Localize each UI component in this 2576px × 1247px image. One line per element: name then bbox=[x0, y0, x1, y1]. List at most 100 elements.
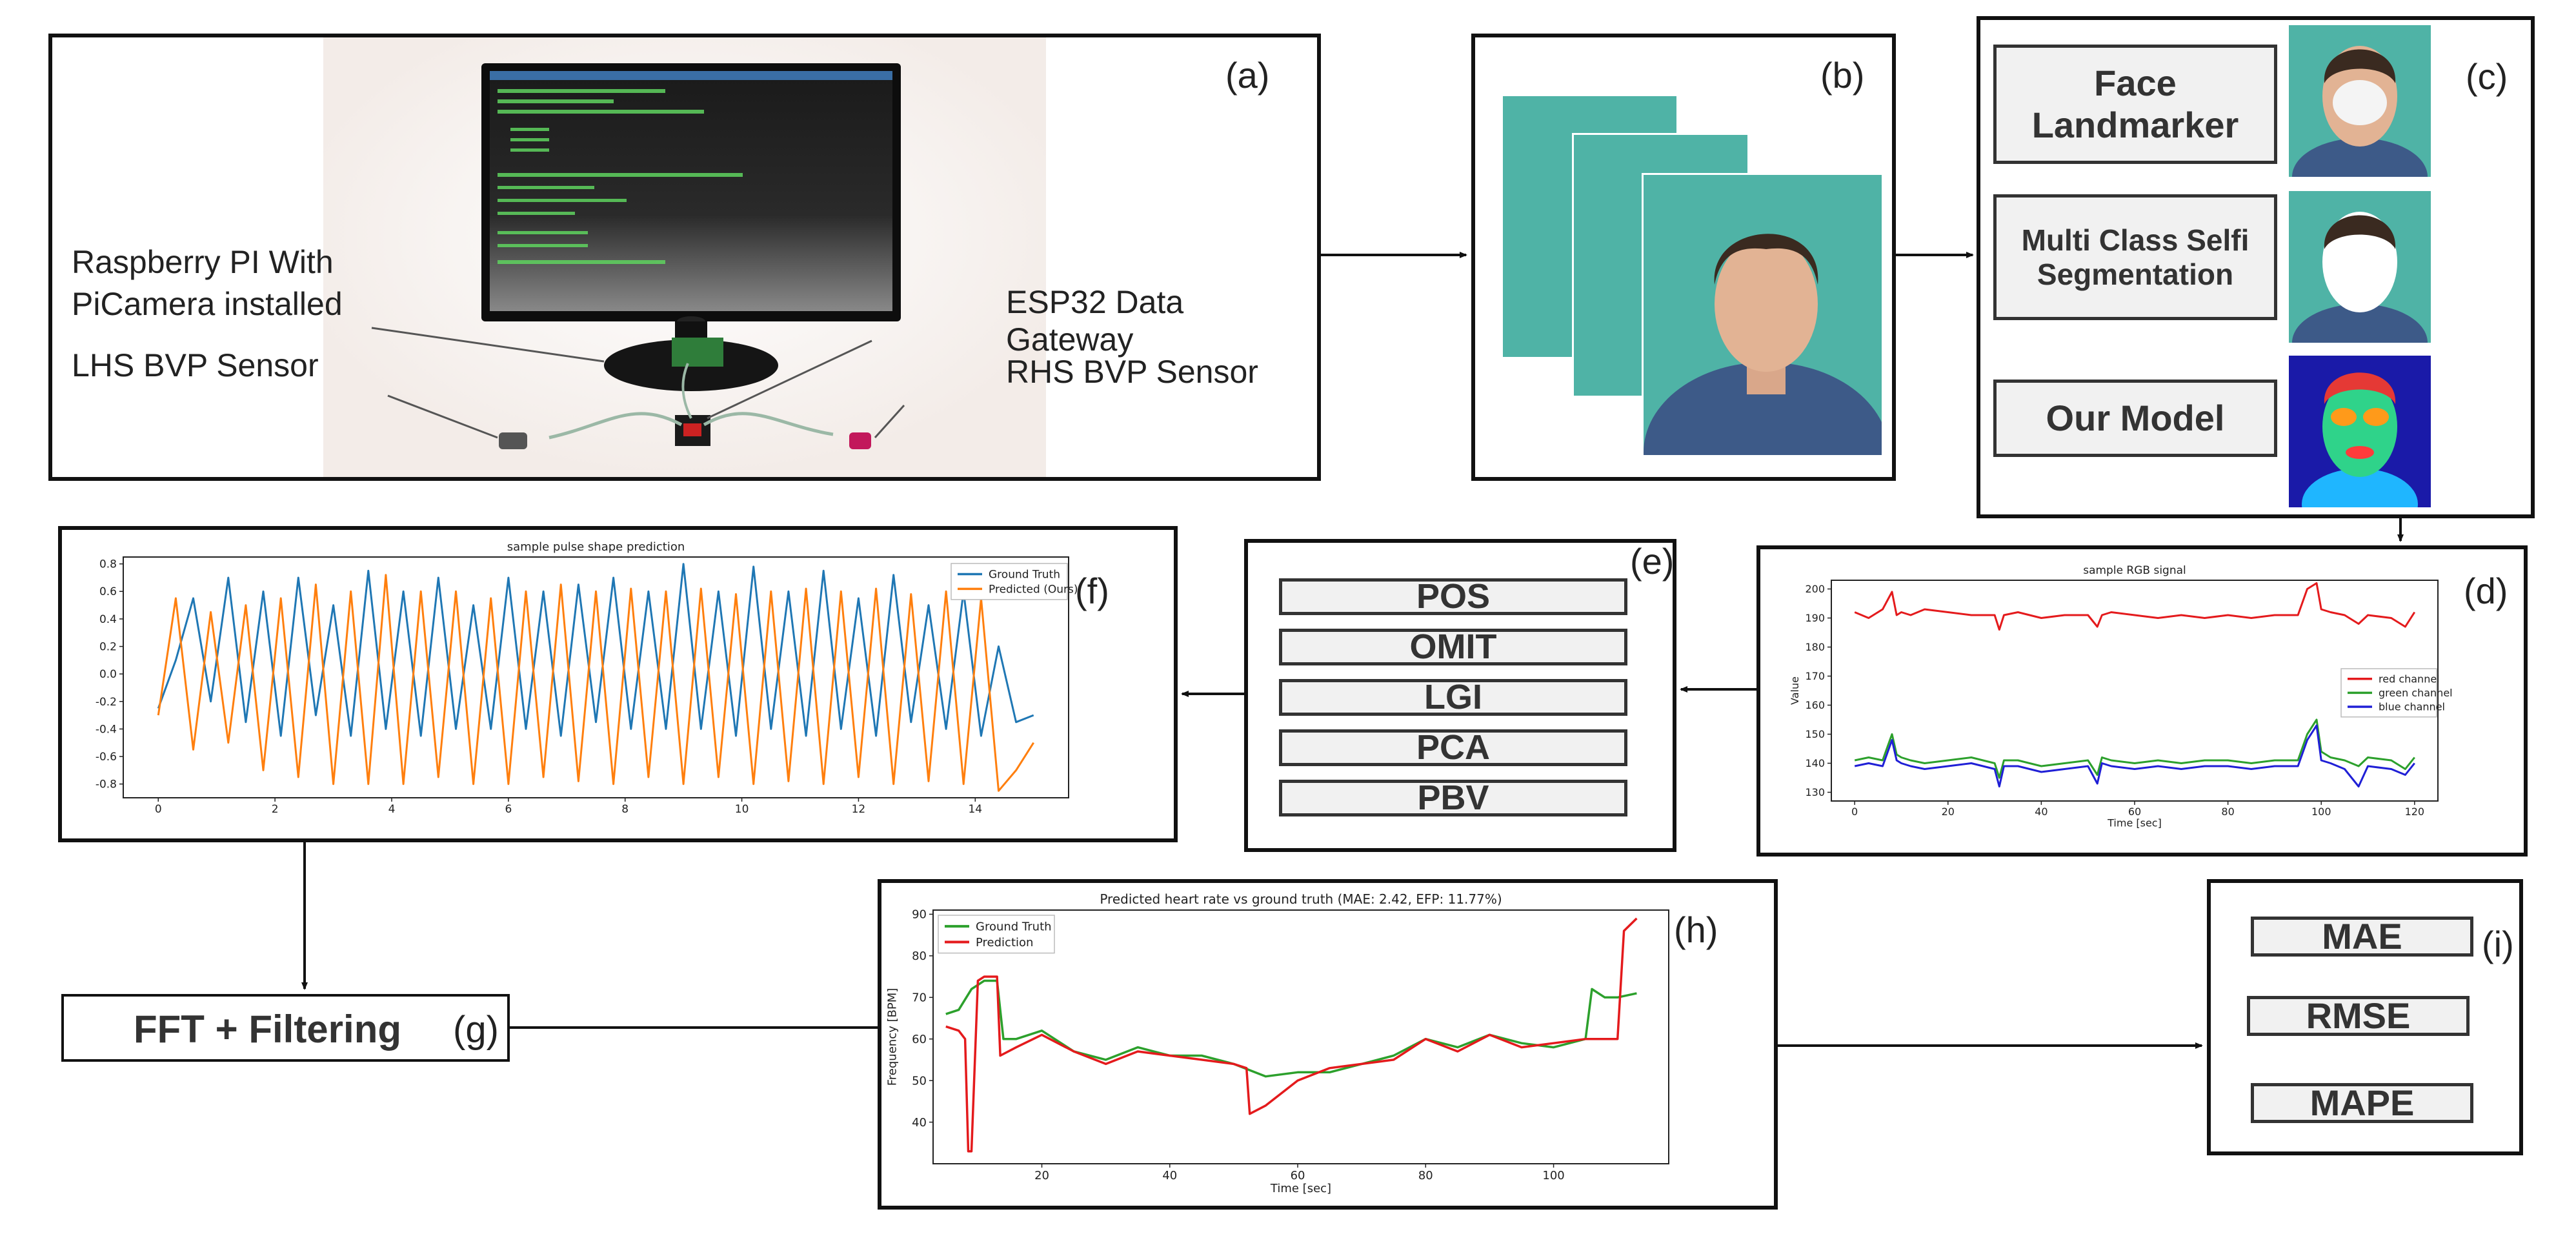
x-tick-label: 8 bbox=[621, 803, 629, 816]
y-tick-label: 0.4 bbox=[99, 613, 117, 626]
panel-d-tag: (d) bbox=[2464, 571, 2508, 611]
y-tick-label: -0.4 bbox=[96, 723, 117, 736]
plot-area bbox=[932, 909, 1669, 1164]
y-tick-label: -0.6 bbox=[96, 751, 117, 764]
y-axis-label: Value bbox=[1789, 676, 1801, 705]
x-tick-label: 40 bbox=[2035, 806, 2048, 818]
panel-h-tag: (h) bbox=[1674, 909, 1718, 950]
x-tick-label: 6 bbox=[505, 803, 512, 816]
legend-label: Predicted (Ours) bbox=[989, 583, 1078, 596]
esp-label: ESP32 Data Gateway bbox=[1006, 284, 1184, 358]
series-line-2 bbox=[157, 574, 1034, 792]
y-tick-label: 40 bbox=[912, 1116, 927, 1130]
x-tick-label: 12 bbox=[852, 803, 866, 816]
y-tick-label: -0.8 bbox=[96, 778, 117, 791]
panel-e: POS OMIT LGI PCA PBV (e) bbox=[1244, 539, 1676, 852]
y-tick-label: 60 bbox=[912, 1033, 927, 1046]
method-pca: PCA bbox=[1279, 728, 1627, 767]
legend-box bbox=[951, 563, 1068, 600]
fft-filtering-label: FFT + Filtering bbox=[134, 1008, 401, 1051]
metric-rmse: RMSE bbox=[2247, 995, 2470, 1036]
x-tick-label: 2 bbox=[272, 803, 279, 816]
y-tick-label: 130 bbox=[1805, 786, 1825, 798]
y-tick-label: 0.2 bbox=[99, 640, 117, 653]
our-model-image bbox=[2289, 356, 2431, 507]
x-tick-label: 120 bbox=[2405, 806, 2425, 818]
y-tick-label: 90 bbox=[912, 908, 927, 922]
y-tick-label: 140 bbox=[1805, 757, 1825, 769]
panel-b: (b) bbox=[1471, 34, 1896, 481]
x-tick-label: 60 bbox=[2128, 806, 2141, 818]
x-tick-label: 0 bbox=[1851, 806, 1858, 818]
y-tick-label: -0.2 bbox=[96, 696, 117, 709]
x-tick-label: 20 bbox=[1034, 1169, 1049, 1182]
y-tick-label: 160 bbox=[1805, 699, 1825, 711]
legend-label: Ground Truth bbox=[976, 920, 1052, 933]
x-tick-label: 60 bbox=[1291, 1169, 1305, 1182]
series-line-2 bbox=[1854, 718, 2415, 779]
y-tick-label: 190 bbox=[1805, 612, 1825, 624]
rhs-sensor bbox=[849, 432, 871, 449]
x-tick-label: 4 bbox=[388, 803, 396, 816]
selfie-segmentation-box: Multi Class Selfi Segmentation bbox=[1993, 194, 2277, 320]
face-landmarker-box: Face Landmarker bbox=[1993, 45, 2277, 164]
x-tick-label: 40 bbox=[1162, 1169, 1177, 1182]
x-tick-label: 80 bbox=[1418, 1169, 1433, 1182]
series-line-2 bbox=[945, 917, 1638, 1153]
panel-c: Face Landmarker Multi Class Selfi Segmen… bbox=[1977, 16, 2535, 518]
panel-i-tag: (i) bbox=[2482, 924, 2514, 964]
y-tick-label: 180 bbox=[1805, 641, 1825, 653]
x-axis-label: Time [sec] bbox=[1270, 1182, 1331, 1195]
y-tick-label: 200 bbox=[1805, 583, 1825, 595]
y-axis-label: Frequency [BPM] bbox=[885, 988, 899, 1086]
heart-rate-chart: Predicted heart rate vs ground truth (MA… bbox=[885, 891, 1669, 1195]
y-tick-label: 170 bbox=[1805, 670, 1825, 682]
chart-title: sample RGB signal bbox=[2083, 564, 2186, 577]
legend-label: Prediction bbox=[976, 936, 1033, 949]
chart-title: sample pulse shape prediction bbox=[507, 540, 685, 554]
video-frame-3 bbox=[1642, 173, 1884, 457]
legend-label: green channel bbox=[2379, 687, 2453, 699]
raspberry-label: Raspberry PI With bbox=[72, 244, 334, 280]
hardware-setup-photo bbox=[323, 37, 1046, 477]
rhs-label: RHS BVP Sensor bbox=[1006, 354, 1258, 390]
x-tick-label: 100 bbox=[2311, 806, 2331, 818]
legend-label: blue channel bbox=[2379, 701, 2445, 713]
panel-a-tag: (a) bbox=[1225, 55, 1270, 96]
method-pos: POS bbox=[1279, 577, 1627, 616]
series-line-1 bbox=[945, 979, 1637, 1078]
y-tick-label: 150 bbox=[1805, 728, 1825, 740]
x-tick-label: 14 bbox=[968, 803, 982, 816]
panel-h: Predicted heart rate vs ground truth (MA… bbox=[878, 879, 1778, 1210]
legend-label: red channel bbox=[2379, 673, 2440, 685]
panel-a: (a) Raspberry PI With PiCamera installed… bbox=[48, 34, 1321, 481]
panel-f-tag: (f) bbox=[1075, 571, 1109, 611]
face-landmarker-image bbox=[2289, 25, 2431, 177]
metric-mae: MAE bbox=[2251, 916, 2473, 957]
x-tick-label: 100 bbox=[1542, 1169, 1564, 1182]
x-tick-label: 0 bbox=[155, 803, 162, 816]
series-line-1 bbox=[1854, 582, 2416, 631]
y-tick-label: 0.0 bbox=[99, 668, 117, 681]
lhs-sensor bbox=[499, 432, 527, 449]
panel-c-tag: (c) bbox=[2466, 56, 2508, 97]
y-tick-label: 0.6 bbox=[99, 585, 117, 598]
x-tick-label: 80 bbox=[2221, 806, 2234, 818]
legend-box bbox=[938, 915, 1055, 954]
method-omit: OMIT bbox=[1279, 627, 1627, 666]
panel-e-tag: (e) bbox=[1630, 541, 1675, 582]
y-tick-label: 50 bbox=[912, 1074, 927, 1088]
panel-i: MAE RMSE MAPE (i) bbox=[2207, 879, 2523, 1155]
x-axis-label: Time [sec] bbox=[2107, 817, 2162, 829]
chart-title: Predicted heart rate vs ground truth (MA… bbox=[1100, 891, 1502, 907]
method-lgi: LGI bbox=[1279, 678, 1627, 716]
panel-b-tag: (b) bbox=[1820, 55, 1865, 96]
legend-label: Ground Truth bbox=[989, 568, 1060, 581]
y-tick-label: 70 bbox=[912, 991, 927, 1005]
method-pbv: PBV bbox=[1279, 778, 1627, 817]
